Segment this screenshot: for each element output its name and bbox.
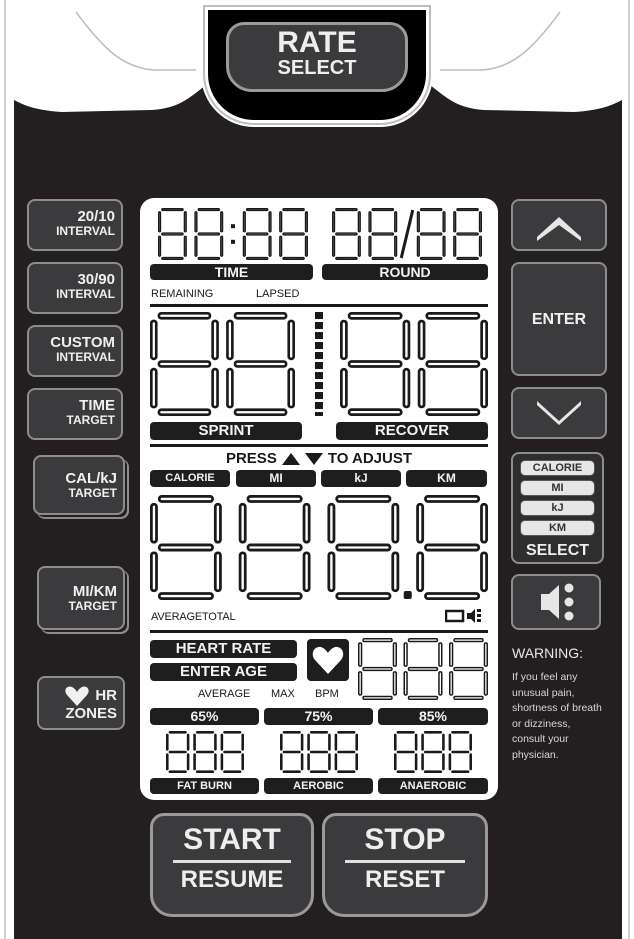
select-label: SELECT	[277, 57, 357, 79]
round-digits	[332, 208, 482, 260]
aerobic-label: AEROBIC	[264, 778, 373, 794]
button-line1: HR	[95, 687, 117, 705]
press-text: PRESS	[225, 450, 277, 467]
button-line1: TIME	[79, 397, 115, 414]
average-total-indicator: AVERAGETOTAL	[151, 611, 236, 623]
adjust-text: TO ADJUST	[327, 450, 413, 467]
stop-reset-button[interactable]: STOP RESET	[322, 813, 488, 917]
enter-button[interactable]: ENTER	[511, 262, 607, 376]
button-line1: 20/10	[77, 208, 115, 225]
button-divider	[345, 860, 465, 863]
fat-burn-label: FAT BURN	[150, 778, 259, 794]
anaerobic-label: ANAEROBIC	[378, 778, 488, 794]
reset-label: RESET	[364, 866, 445, 893]
cal-kj-target-button[interactable]: CAL/kJ TARGET	[33, 455, 125, 515]
button-divider	[172, 860, 292, 863]
chevron-up-icon	[537, 217, 581, 241]
remaining-indicator: REMAINING	[151, 288, 214, 300]
zone-85-label: 85%	[378, 708, 488, 725]
hr-zones-button[interactable]: HR ZONES	[37, 676, 125, 730]
zone-75-label: 75%	[264, 708, 373, 725]
divider	[150, 444, 488, 447]
recover-digits	[339, 311, 488, 417]
anaerobic-digits	[394, 731, 473, 773]
button-line2: ZONES	[65, 705, 117, 722]
button-line2: TARGET	[68, 598, 117, 613]
button-line1: CAL/kJ	[65, 470, 117, 487]
button-line2: TARGET	[66, 412, 115, 427]
mi-indicator: MI	[236, 470, 316, 487]
average-indicator: AVERAGE	[198, 688, 251, 700]
lapsed-indicator: LAPSED	[256, 288, 300, 300]
interval-20-10-button[interactable]: 20/10 INTERVAL	[27, 199, 123, 251]
start-resume-button[interactable]: START RESUME	[150, 813, 314, 917]
round-label: ROUND	[322, 264, 488, 280]
heart-rate-digits	[357, 637, 488, 701]
heart-rate-label: HEART RATE	[150, 640, 297, 658]
unit-select-button[interactable]: CALORIE MI kJ KM SELECT	[511, 452, 604, 564]
triangle-up-icon	[281, 452, 300, 465]
up-button[interactable]	[511, 199, 607, 251]
frame-edge-left	[4, 0, 6, 939]
button-line1: CUSTOM	[50, 334, 115, 351]
fat-burn-digits	[166, 731, 245, 773]
frame-edge-right	[628, 0, 630, 939]
lcd-display: TIME ROUND REMAINING LAPSED SPRINT RECOV…	[140, 198, 498, 800]
button-line1: MI/KM	[72, 583, 117, 600]
down-button[interactable]	[511, 387, 607, 439]
main-digits	[150, 495, 488, 600]
warning-title: WARNING:	[512, 645, 584, 661]
speaker-icon	[541, 583, 574, 621]
sprint-label: SPRINT	[150, 422, 302, 440]
max-indicator: MAX	[271, 688, 295, 700]
unit-option-calorie: CALORIE	[520, 460, 595, 476]
rate-select-button[interactable]: RATE SELECT	[226, 22, 408, 92]
mi-km-target-button[interactable]: MI/KM TARGET	[37, 566, 125, 630]
recover-label: RECOVER	[336, 422, 488, 440]
button-line2: INTERVAL	[56, 223, 115, 238]
time-label: TIME	[150, 264, 313, 280]
divider	[150, 304, 488, 307]
zone-65-label: 65%	[150, 708, 259, 725]
interval-progress-bar	[315, 312, 323, 416]
custom-interval-button[interactable]: CUSTOM INTERVAL	[27, 325, 123, 377]
enter-age-label: ENTER AGE	[150, 663, 297, 681]
battery-speaker-indicator	[445, 609, 481, 623]
resume-label: RESUME	[180, 866, 284, 893]
select-label: SELECT	[525, 542, 590, 559]
chevron-down-icon	[537, 401, 581, 425]
time-target-button[interactable]: TIME TARGET	[27, 388, 123, 440]
heart-rate-indicator	[307, 639, 349, 681]
button-line2: INTERVAL	[56, 286, 115, 301]
km-indicator: KM	[406, 470, 487, 487]
heart-icon	[312, 646, 344, 674]
button-line1: 30/90	[77, 271, 115, 288]
rate-label: RATE	[277, 26, 357, 59]
enter-label: ENTER	[531, 311, 587, 328]
press-adjust-hint: PRESS TO ADJUST	[140, 450, 498, 467]
unit-option-kj: kJ	[520, 500, 595, 516]
sprint-digits	[149, 311, 295, 417]
unit-option-mi: MI	[520, 480, 595, 496]
interval-30-90-button[interactable]: 30/90 INTERVAL	[27, 262, 123, 314]
time-digits	[158, 208, 308, 260]
sound-button[interactable]	[511, 574, 601, 630]
stop-label: STOP	[364, 823, 446, 856]
triangle-down-icon	[304, 452, 323, 465]
unit-option-km: KM	[520, 520, 595, 536]
hr-line: HR	[39, 686, 117, 706]
calorie-indicator: CALORIE	[150, 470, 230, 487]
start-label: START	[183, 823, 281, 856]
heart-icon	[65, 686, 89, 706]
bpm-indicator: BPM	[315, 688, 339, 700]
divider	[150, 630, 488, 633]
button-line2: INTERVAL	[56, 349, 115, 364]
kj-indicator: kJ	[321, 470, 401, 487]
aerobic-digits	[280, 731, 359, 773]
button-line2: TARGET	[68, 485, 117, 500]
warning-body: If you feel any unusual pain, shortness …	[512, 671, 602, 761]
